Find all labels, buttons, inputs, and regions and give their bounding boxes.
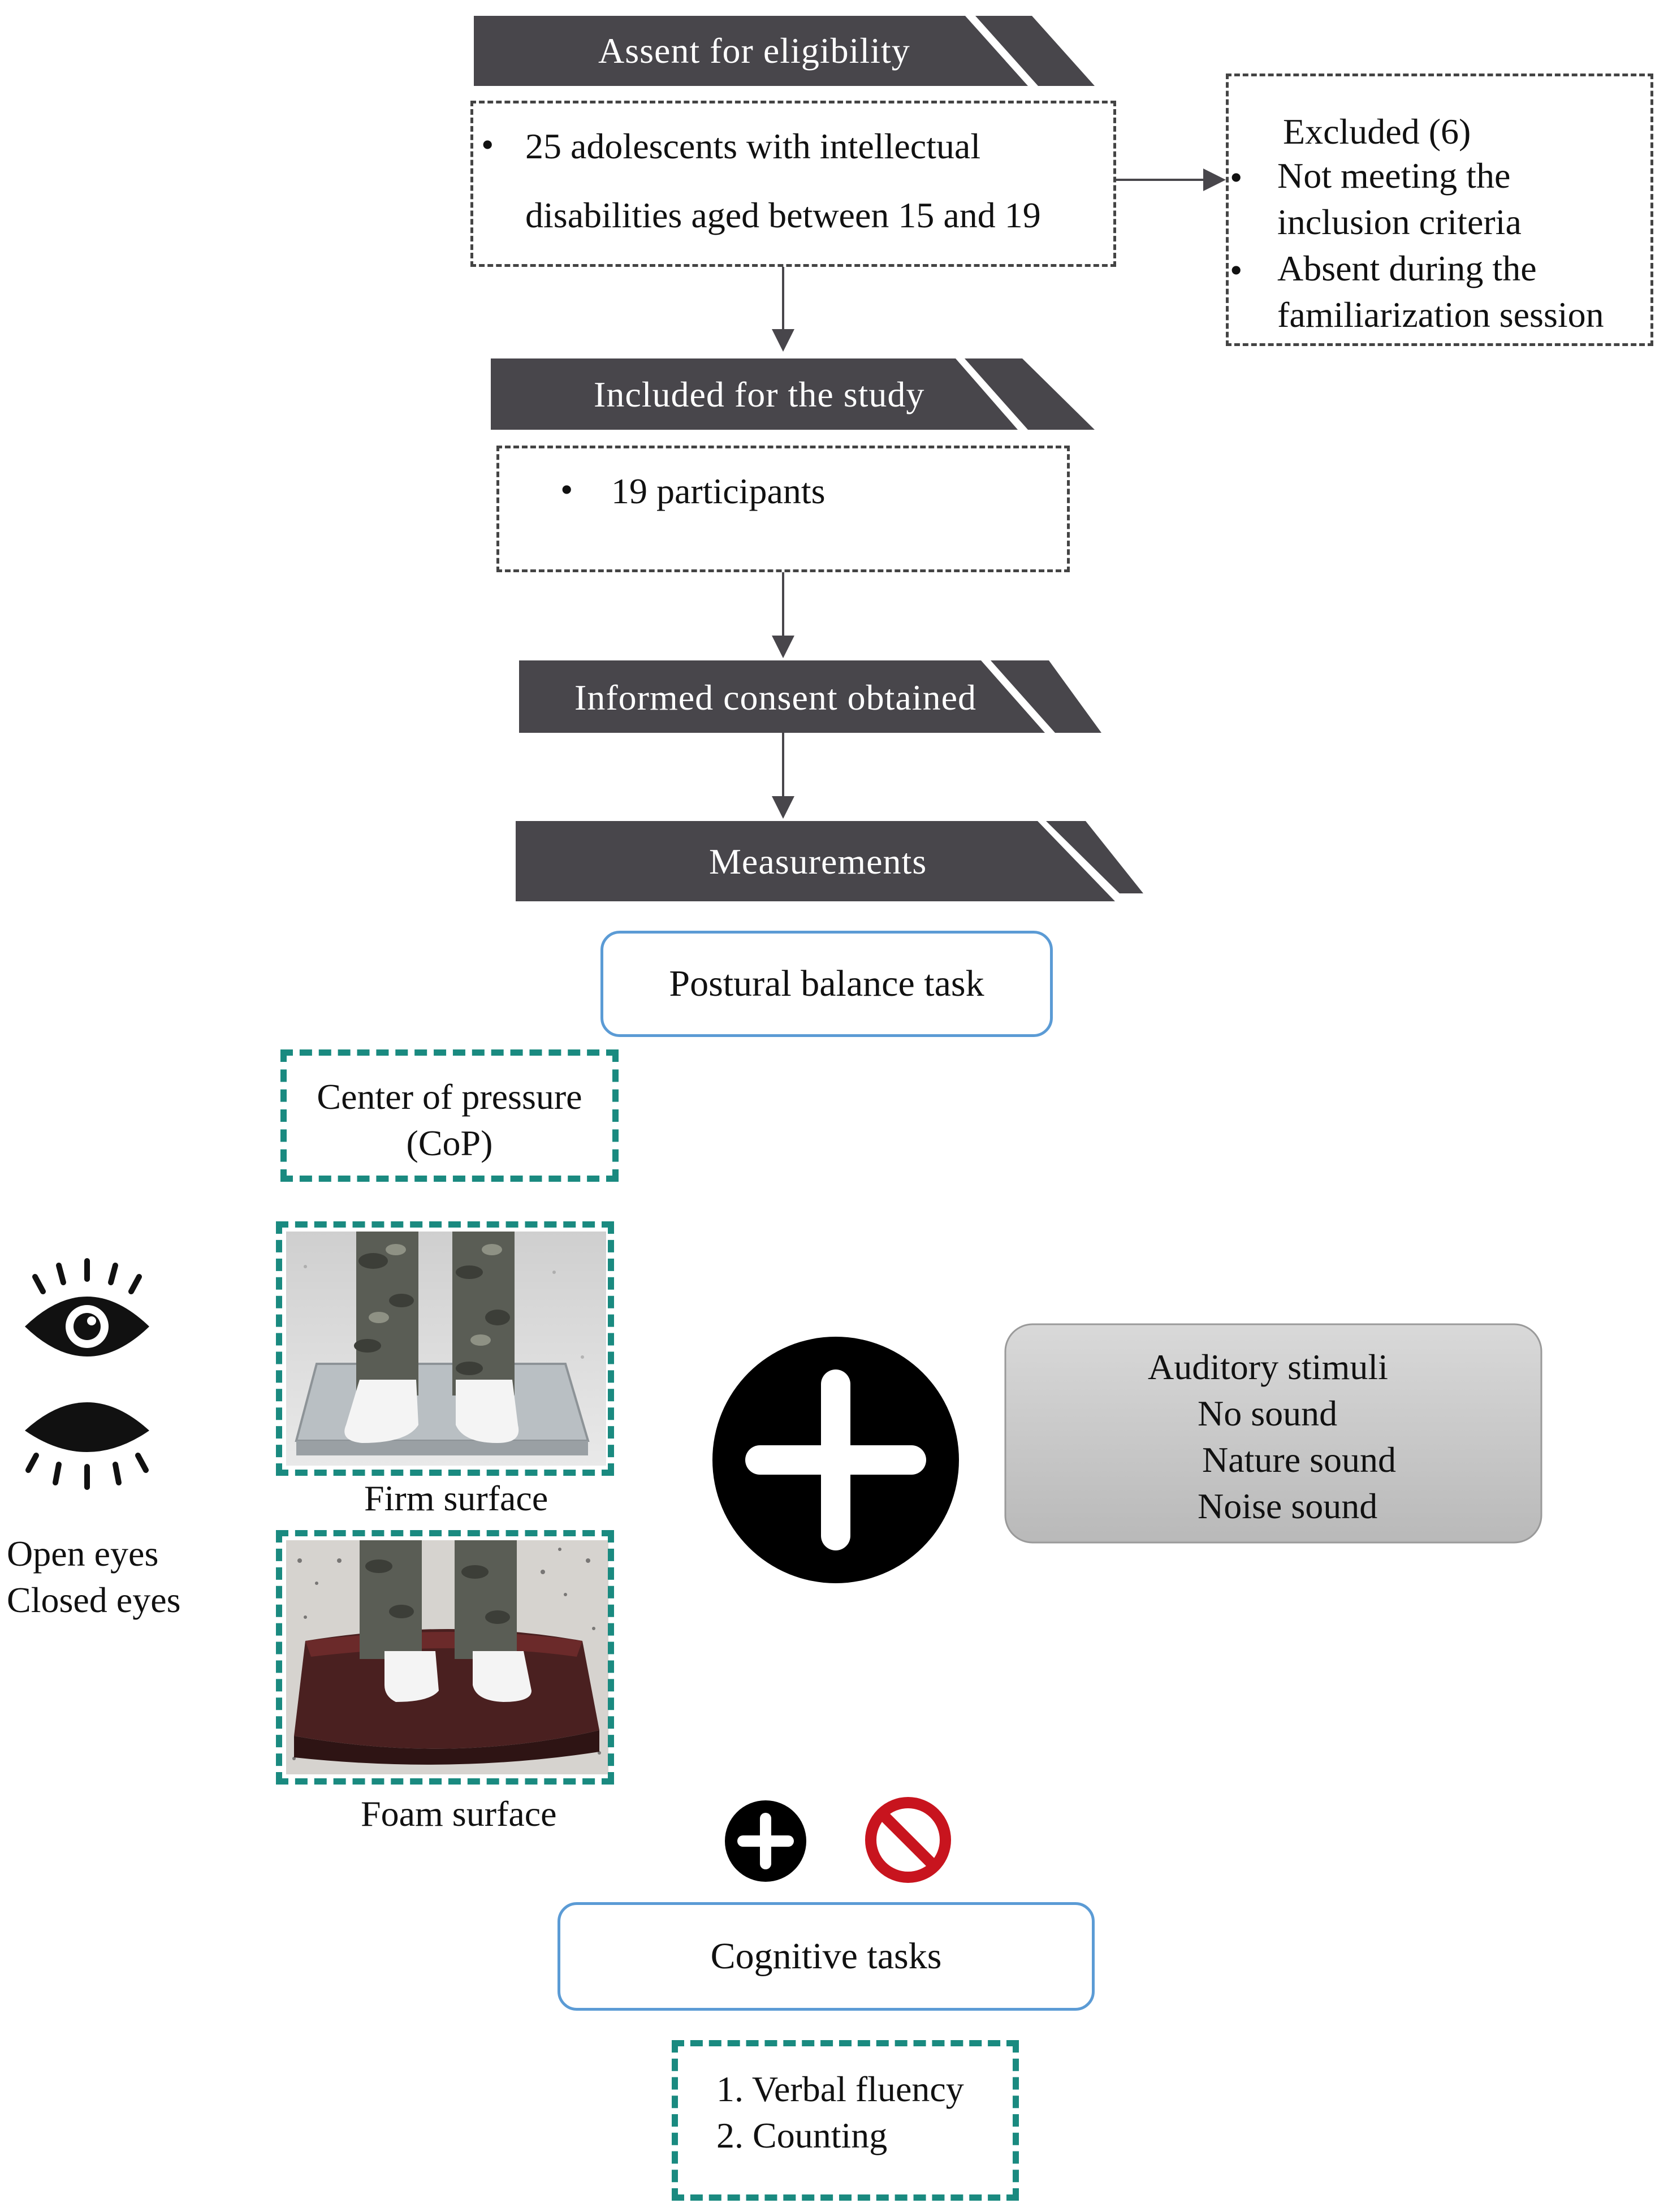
cop-line-2: (CoP) xyxy=(406,1123,493,1163)
cognitive-tasks-label: Cognitive tasks xyxy=(710,1936,942,1977)
banner-measurements-label: Measurements xyxy=(709,841,927,882)
participants-item: 19 participants xyxy=(611,471,826,511)
open-eye-icon xyxy=(25,1258,149,1356)
banner-included-label: Included for the study xyxy=(594,374,925,414)
firm-surface-frame xyxy=(276,1221,614,1476)
eligibility-box: • 25 adolescents with intellectual disab… xyxy=(470,101,1116,267)
participants-box: • 19 participants xyxy=(496,446,1070,572)
big-plus-icon xyxy=(712,1337,959,1583)
excluded-box: Excluded (6) • Not meeting the inclusion… xyxy=(1226,74,1653,346)
excluded-bullet-2: • xyxy=(1230,250,1243,290)
auditory-title: Auditory stimuli xyxy=(1148,1347,1388,1387)
auditory-item-no-sound: No sound xyxy=(1198,1393,1338,1433)
closed-eye-icon xyxy=(25,1402,149,1490)
excluded-title: Excluded (6) xyxy=(1283,111,1471,152)
foam-surface-photo xyxy=(286,1540,608,1774)
no-symbol-icon xyxy=(865,1797,951,1883)
open-eyes-label: Open eyes xyxy=(7,1533,159,1574)
banner-assent-label: Assent for eligibility xyxy=(598,31,910,71)
foam-surface-frame xyxy=(276,1530,614,1785)
auditory-box-shape xyxy=(1004,1323,1542,1544)
postural-balance-task-label: Postural balance task xyxy=(669,963,984,1004)
auditory-item-nature-sound: Nature sound xyxy=(1202,1440,1397,1480)
flow-arrows xyxy=(772,169,1226,819)
excluded-item-2-line-1: Absent during the xyxy=(1277,248,1537,288)
foam-surface-label: Foam surface xyxy=(361,1794,557,1834)
cop-line-1: Center of pressure xyxy=(317,1077,582,1117)
banner-assent-shape xyxy=(474,16,1095,86)
eligibility-bullet: • xyxy=(481,124,494,165)
cognitive-tasks-box: Cognitive tasks xyxy=(558,1902,1095,2011)
cognitive-item-counting: 2. Counting xyxy=(716,2115,888,2155)
banner-consent-label: Informed consent obtained xyxy=(574,677,976,718)
excluded-item-1-line-2: inclusion criteria xyxy=(1277,202,1522,242)
excluded-item-1-line-1: Not meeting the xyxy=(1277,155,1511,196)
excluded-bullet-1: • xyxy=(1230,157,1243,197)
firm-surface-label: Firm surface xyxy=(364,1478,548,1518)
small-plus-icon xyxy=(725,1800,806,1882)
postural-balance-task-box: Postural balance task xyxy=(600,931,1053,1037)
banner-consent-shape xyxy=(519,660,1101,733)
participants-bullet: • xyxy=(560,469,573,509)
banner-measurements-shape xyxy=(516,821,1143,901)
closed-eyes-label: Closed eyes xyxy=(7,1580,181,1620)
cognitive-list-box: 1. Verbal fluency 2. Counting xyxy=(672,2040,1019,2201)
eligibility-line-2: disabilities aged between 15 and 19 xyxy=(525,195,1041,235)
firm-surface-photo xyxy=(286,1232,606,1466)
cognitive-item-verbal-fluency: 1. Verbal fluency xyxy=(716,2069,964,2109)
cop-box: Center of pressure (CoP) xyxy=(280,1049,619,1182)
auditory-item-noise-sound: Noise sound xyxy=(1198,1486,1378,1526)
excluded-item-2-line-2: familiarization session xyxy=(1277,295,1604,335)
eligibility-line-1: 25 adolescents with intellectual xyxy=(525,126,981,166)
banner-included-shape xyxy=(491,358,1095,430)
